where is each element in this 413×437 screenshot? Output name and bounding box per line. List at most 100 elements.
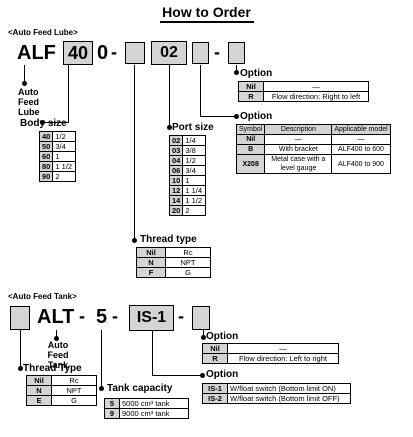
port-size-code: 04	[168, 155, 184, 166]
capacity-code: 5	[104, 398, 120, 409]
body-size-code: 50	[38, 141, 54, 152]
thread-value: Rc	[51, 375, 97, 386]
thread-value: NPT	[165, 257, 211, 268]
leader-tank-option2	[152, 331, 153, 375]
option-code: Nil	[235, 134, 266, 145]
port-size-code: 12	[168, 185, 184, 196]
option-code: X208	[235, 154, 266, 174]
tank-dash-2: -	[112, 306, 118, 326]
option-description: With bracket	[264, 144, 333, 155]
option-code: IS-2	[202, 393, 228, 404]
body-size-value: 3/4	[52, 141, 77, 152]
option-code: B	[235, 144, 266, 155]
tank-option1-header: Option	[206, 331, 239, 342]
lube-size-code-box: 40	[63, 41, 93, 65]
leader-dot	[234, 114, 239, 119]
port-size-code: 03	[168, 145, 184, 156]
page-title: How to Order	[162, 4, 251, 20]
body-size-value: 1/2	[52, 131, 77, 142]
table-header-row: Symbol Description Applicable model	[235, 124, 391, 135]
thread-value: G	[165, 267, 211, 278]
port-size-value: 1	[182, 175, 207, 186]
option-model: —	[331, 134, 391, 145]
leader-body-size	[68, 65, 69, 122]
port-size-value: 1/2	[182, 155, 207, 166]
leader-dot	[22, 81, 27, 86]
port-size-value: 3/4	[182, 165, 207, 176]
lube-zero-code: 0	[97, 42, 109, 64]
port-size-value: 1/4	[182, 135, 207, 146]
port-size-value: 3/8	[182, 145, 207, 156]
leader-dot	[99, 386, 104, 391]
tank-prefix: ALT	[37, 306, 75, 328]
option-model: ALF400 to 900	[331, 154, 391, 174]
port-size-code: 20	[168, 205, 184, 216]
body-size-value: 1 1/2	[52, 161, 77, 172]
option-value: Flow direction: Right to left	[263, 91, 369, 102]
lube-dash-2: -	[214, 42, 220, 62]
lube-port-code-box: 02	[151, 41, 187, 65]
leader-dot	[234, 70, 239, 75]
leader-option1	[236, 65, 237, 73]
body-size-code: 80	[38, 161, 54, 172]
leader-thread-type	[134, 65, 135, 240]
lube-option2-code-box	[228, 42, 245, 64]
port-size-code: 02	[168, 135, 184, 146]
port-size-value: 1 1/2	[182, 195, 207, 206]
option-code: Nil	[202, 343, 228, 354]
body-size-code: 60	[38, 151, 54, 162]
thread-code: Nil	[136, 247, 166, 258]
option-value: —	[227, 343, 339, 354]
leader-tank-caption	[56, 330, 57, 338]
option-code: R	[238, 91, 264, 102]
tank-thread-type-header: Thread Type	[23, 363, 82, 374]
column-header: Applicable model	[331, 124, 391, 135]
option-description: —	[264, 134, 333, 145]
column-header: Symbol	[235, 124, 266, 135]
capacity-value: 5000 cm³ tank	[119, 398, 189, 409]
tank-section-label: <Auto Feed Tank>	[8, 292, 77, 301]
tank-is-code-box: IS-1	[129, 305, 174, 331]
table-row: Nil——	[235, 134, 391, 145]
tank-capacity-header: Tank capacity	[107, 383, 173, 394]
leader-port-size	[169, 65, 170, 127]
leader-tank-capacity	[101, 330, 102, 388]
lube-prefix: ALF	[17, 42, 56, 64]
thread-code: F	[136, 267, 166, 278]
body-size-value: 2	[52, 171, 77, 182]
leader-lube-caption	[24, 65, 25, 83]
option-description: Metal case with a level gauge	[264, 154, 333, 174]
body-size-value: 1	[52, 151, 77, 162]
tank-option2-header: Option	[206, 369, 239, 380]
option-value: W/float switch (Bottom limit OFF)	[227, 393, 351, 404]
column-header: Description	[264, 124, 333, 135]
thread-code: N	[26, 385, 52, 396]
body-size-code: 90	[38, 171, 54, 182]
